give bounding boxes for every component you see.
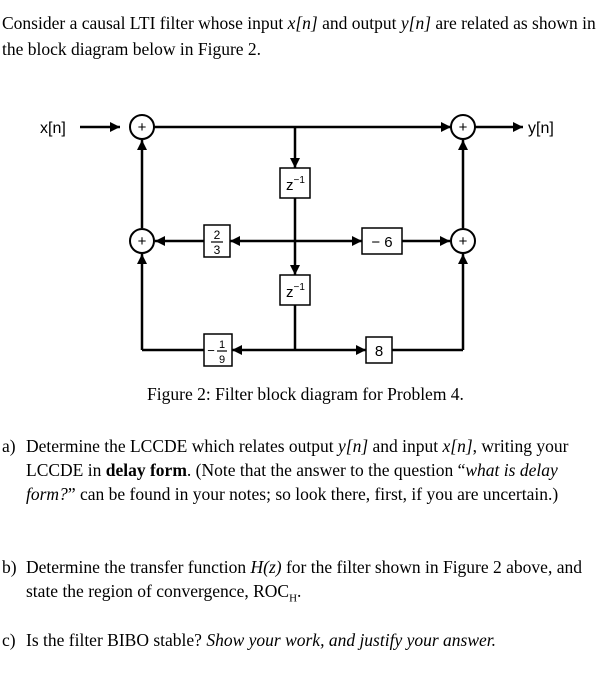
svg-text:9: 9 xyxy=(219,354,225,366)
delay-block-lower: z−1 xyxy=(279,274,311,306)
adder-middle-left: + xyxy=(129,228,155,254)
figure-caption: Figure 2: Filter block diagram for Probl… xyxy=(147,384,464,404)
svg-text:1: 1 xyxy=(219,339,225,351)
svg-text:+: + xyxy=(459,119,468,136)
gain-block-neg-one-ninth: − 1 9 xyxy=(203,333,233,367)
svg-text:3: 3 xyxy=(214,243,221,257)
question-c: c) Is the filter BIBO stable? Show your … xyxy=(2,630,497,650)
delay-block-upper: z−1 xyxy=(279,167,311,199)
svg-text:+: + xyxy=(459,233,468,250)
gain-block-neg-6: − 6 xyxy=(361,227,403,255)
svg-text:2: 2 xyxy=(214,228,221,242)
svg-text:− 6: − 6 xyxy=(371,234,392,251)
question-b: b) Determine the transfer function H(z) … xyxy=(2,557,582,605)
gain-block-8: 8 xyxy=(365,336,393,364)
input-label: x[n] xyxy=(40,120,66,137)
svg-text:+: + xyxy=(138,119,147,136)
gain-block-two-thirds: 2 3 xyxy=(203,224,231,258)
adder-top-right: + xyxy=(450,114,476,140)
adder-middle-right: + xyxy=(450,228,476,254)
problem-intro: Consider a causal LTI filter whose input… xyxy=(2,13,596,59)
svg-text:z−1: z−1 xyxy=(286,282,305,301)
svg-text:−: − xyxy=(207,343,215,358)
svg-text:8: 8 xyxy=(375,343,383,360)
question-a: a) Determine the LCCDE which relates out… xyxy=(2,436,569,504)
svg-text:+: + xyxy=(138,233,147,250)
svg-text:z−1: z−1 xyxy=(286,175,305,194)
adder-top-left: + xyxy=(129,114,155,140)
block-diagram: + + + + z−1 z−1 2 3 − 6 − 1 9 xyxy=(40,114,554,367)
output-label: y[n] xyxy=(528,120,554,137)
